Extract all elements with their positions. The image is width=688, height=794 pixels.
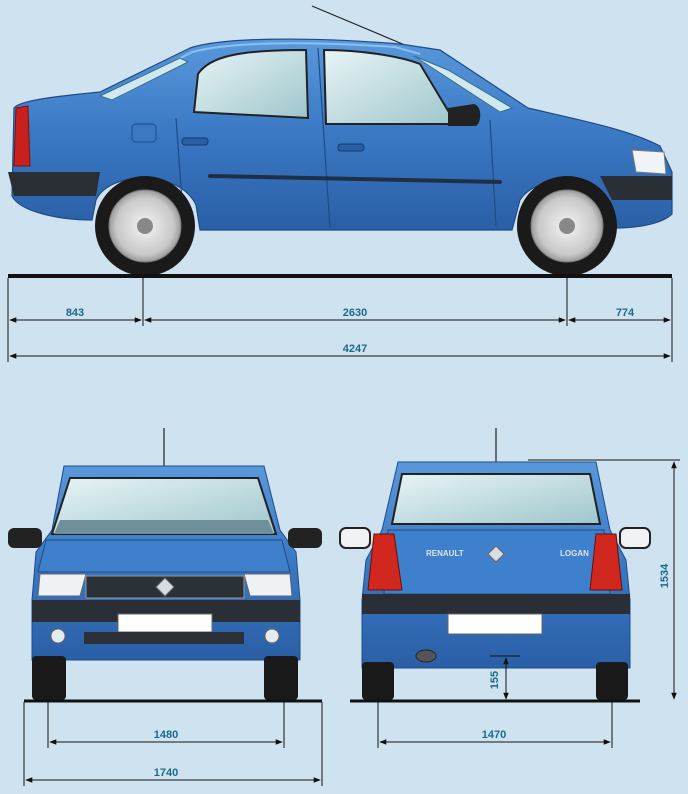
right-tyre-front [264,656,298,700]
front-side-window [322,48,458,125]
hood-front [37,539,291,573]
rear-dimensions [377,459,680,748]
rear-side-window [192,48,310,120]
side-view [8,5,673,278]
left-headlight-front [37,573,87,597]
right-tyre-rear [596,662,628,700]
front-wheel-side [517,176,617,276]
license-plate-rear [447,613,543,635]
license-plate-front [117,613,213,633]
side-mirror [448,104,481,126]
rear-overhang-label: 774 [616,307,635,319]
tail-light-side [13,105,31,167]
side-dimensions [7,278,673,362]
dashboard-front [54,520,274,534]
rear-track-label: 1470 [482,729,506,741]
roof-highlight [119,42,421,91]
front-bumper [32,600,300,622]
left-tyre-front [32,656,66,700]
right-foglight [264,628,280,644]
left-mirror-rear [339,527,371,549]
left-tail-light [367,533,403,591]
right-tail-light [589,533,623,591]
exhaust-pipe [415,649,437,663]
door-handle-front [337,143,365,152]
right-headlight-front [243,573,293,597]
front-overhang-label: 843 [66,307,84,319]
side-moulding [208,174,502,184]
right-mirror-front [288,528,322,548]
headlight-side [631,149,667,175]
ground-clearance-label: 155 [489,671,501,689]
trunk-lid [383,529,611,595]
rear-bumper-side [8,172,100,196]
overall-width-label: 1740 [154,767,178,779]
left-foglight [50,628,66,644]
windshield-side [413,55,514,113]
fuel-flap [131,123,157,143]
front-dimensions [23,702,323,786]
front-view [8,428,322,703]
door-handle-rear [181,137,209,146]
car-body-side [11,38,673,231]
rear-window [390,473,602,525]
rear-wheel-side [95,176,195,276]
door-seam-front [489,119,497,227]
overall-length-label: 4247 [343,343,367,355]
lower-grille-front [84,632,244,644]
door-seam-middle [317,47,331,229]
left-mirror-front [8,528,42,548]
right-mirror-rear [619,527,651,549]
renault-logo-front [155,577,175,597]
antenna [311,5,413,49]
left-tyre-rear [362,662,394,700]
brand-badge: RENAULT [426,549,464,558]
overall-height-label: 1534 [659,563,671,588]
front-track-label: 1480 [154,729,178,741]
rear-window-side [98,57,190,101]
rear-bumper [362,594,630,614]
renault-logo-rear [487,545,505,563]
rear-view: RENAULT LOGAN [339,428,651,703]
front-bumper-side [600,176,672,200]
model-badge: LOGAN [560,549,589,558]
wheelbase-label: 2630 [343,307,367,319]
